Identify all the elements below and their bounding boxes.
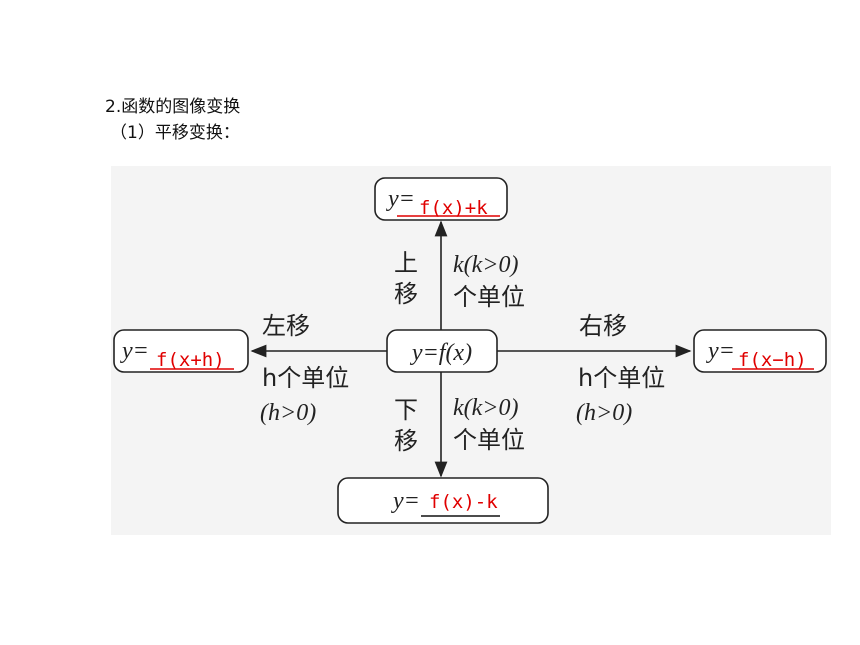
- top-box: [374, 177, 508, 221]
- left-condition: (h>0): [260, 400, 316, 426]
- center-function: y=f(x): [410, 340, 472, 366]
- bottom-box: [337, 477, 549, 524]
- top-prefix: y=: [386, 186, 415, 212]
- down-amount: k(k>0): [453, 395, 518, 421]
- down-direction-char-2: 移: [394, 427, 418, 455]
- section-subheading: （1）平移变换：: [110, 123, 240, 143]
- left-direction: 左移: [262, 312, 310, 340]
- up-amount: k(k>0): [453, 252, 518, 278]
- up-unit: 个单位: [453, 283, 525, 311]
- section-heading: 2.函数的图像变换: [105, 97, 241, 117]
- down-unit: 个单位: [453, 426, 525, 454]
- left-prefix: y=: [120, 338, 149, 364]
- left-amount: h个单位: [262, 364, 349, 392]
- bottom-prefix: y=: [391, 488, 420, 514]
- center-box: [386, 329, 498, 373]
- right-answer: f(x−h): [738, 349, 807, 371]
- up-direction-char-2: 移: [394, 280, 418, 308]
- top-answer: f(x)+k: [419, 197, 488, 219]
- left-box: [113, 329, 249, 373]
- bottom-answer: f(x)-k: [429, 491, 498, 513]
- up-direction-char-1: 上: [394, 249, 418, 277]
- left-answer: f(x+h): [156, 349, 225, 371]
- right-amount: h个单位: [578, 364, 665, 392]
- right-prefix: y=: [706, 338, 735, 364]
- right-direction: 右移: [579, 312, 627, 340]
- right-condition: (h>0): [576, 400, 632, 426]
- down-direction-char-1: 下: [394, 396, 418, 424]
- right-box: [693, 329, 827, 373]
